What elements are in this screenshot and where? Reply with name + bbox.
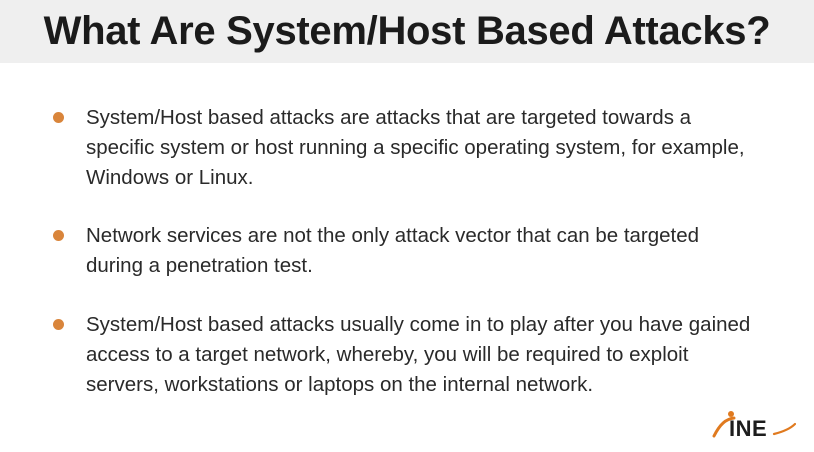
- logo-dot: [728, 411, 734, 417]
- bullet-line: Windows or Linux.: [86, 166, 254, 189]
- ine-logo: INE: [712, 411, 796, 440]
- slide-title: What Are System/Host Based Attacks?: [43, 9, 771, 53]
- bullet-item-2: Network services are not the only attack…: [50, 221, 770, 281]
- bullet-dot-icon: [53, 230, 64, 241]
- bullet-line: servers, workstations or laptops on the …: [86, 373, 594, 396]
- bullet-line: System/Host based attacks usually come i…: [86, 313, 751, 336]
- bullet-line: access to a target network, whereby, you…: [86, 343, 689, 366]
- bullet-dot-icon: [53, 319, 64, 330]
- logo-swoosh-right: [772, 422, 796, 436]
- bullet-text: System/Host based attacks usually come i…: [86, 310, 770, 400]
- bullet-item-3: System/Host based attacks usually come i…: [50, 310, 770, 400]
- title-bar: What Are System/Host Based Attacks?: [0, 0, 814, 63]
- bullet-line: Network services are not the only attack…: [86, 224, 700, 247]
- bullet-line: during a penetration test.: [86, 254, 313, 277]
- bullet-text: System/Host based attacks are attacks th…: [86, 103, 770, 193]
- bullet-item-1: System/Host based attacks are attacks th…: [50, 103, 770, 193]
- logo-text: INE: [729, 416, 767, 440]
- bullet-line: System/Host based attacks are attacks th…: [86, 106, 692, 129]
- logo-swoosh-left: [712, 416, 736, 438]
- bullet-line: specific system or host running a specif…: [86, 136, 745, 159]
- bullet-dot-icon: [53, 112, 64, 123]
- bullet-text: Network services are not the only attack…: [86, 221, 770, 281]
